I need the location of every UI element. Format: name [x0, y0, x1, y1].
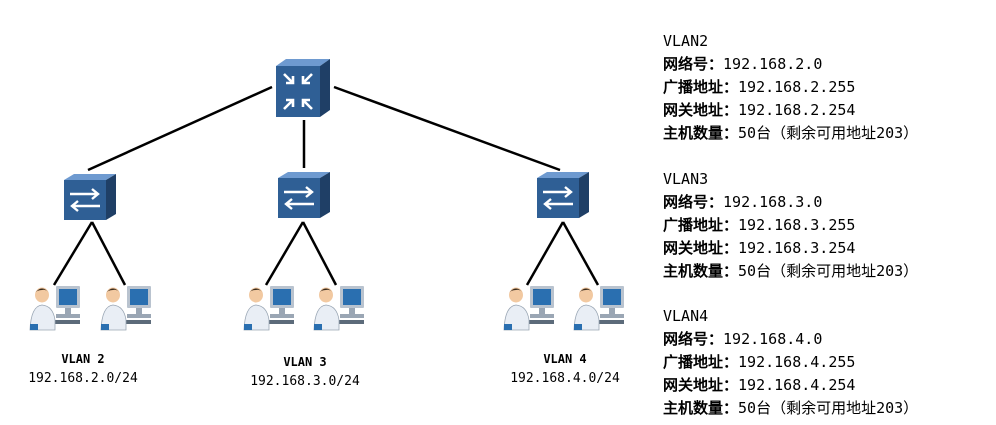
network-address-row: 网络号：192.168.2.0 — [663, 53, 918, 76]
pc-user-icon — [100, 285, 152, 331]
core-switch-icon — [274, 57, 332, 119]
host-count-row: 主机数量：50台（剩余可用地址203） — [663, 397, 918, 420]
row-key: 网络号： — [663, 330, 724, 348]
row-value: 192.168.3.0 — [723, 193, 823, 211]
gateway-address-row: 网关地址：192.168.3.254 — [663, 237, 918, 260]
link-core-to-switch-1 — [87, 85, 273, 172]
subnet-name: VLAN 2 — [61, 352, 105, 366]
link-switch-1-to-pc-2 — [90, 221, 127, 286]
link-core-to-switch-3 — [333, 85, 561, 172]
pc-user-icon — [573, 285, 625, 331]
subnet-label-vlan2: VLAN 2 192.168.2.0/24 — [8, 350, 158, 388]
row-key: 主机数量： — [663, 399, 739, 417]
row-key: 广播地址： — [663, 78, 739, 96]
broadcast-address-row: 广播地址：192.168.3.255 — [663, 214, 918, 237]
access-switch-3-icon — [535, 170, 591, 220]
network-address-row: 网络号：192.168.3.0 — [663, 191, 918, 214]
pc-user-icon — [503, 285, 555, 331]
broadcast-address-row: 广播地址：192.168.2.255 — [663, 76, 918, 99]
host-count-row: 主机数量：50台（剩余可用地址203） — [663, 260, 918, 283]
access-switch-2-icon — [276, 170, 332, 220]
row-value: 192.168.3.255 — [738, 216, 856, 234]
pc-user-icon — [313, 285, 365, 331]
link-switch-2-to-pc-4 — [301, 221, 338, 286]
row-key: 网络号： — [663, 193, 724, 211]
vlan-info-title: VLAN4 — [663, 307, 709, 325]
row-value: 50台（剩余可用地址203） — [738, 399, 919, 417]
vlan-info-title: VLAN3 — [663, 170, 709, 188]
row-value: 50台（剩余可用地址203） — [738, 262, 919, 280]
row-key: 网络号： — [663, 55, 724, 73]
row-key: 网关地址： — [663, 101, 739, 119]
access-switch-1-icon — [62, 172, 118, 222]
link-switch-2-to-pc-3 — [264, 221, 305, 286]
link-switch-3-to-pc-6 — [561, 221, 600, 286]
broadcast-address-row: 广播地址：192.168.4.255 — [663, 351, 918, 374]
vlan-info-title: VLAN2 — [663, 32, 709, 50]
row-key: 广播地址： — [663, 353, 739, 371]
row-value: 192.168.4.0 — [723, 330, 823, 348]
pc-user-icon — [29, 285, 81, 331]
subnet-name: VLAN 3 — [283, 355, 327, 369]
row-key: 网关地址： — [663, 376, 739, 394]
subnet-cidr: 192.168.2.0/24 — [28, 371, 138, 386]
vlan3-info-block: VLAN3 网络号：192.168.3.0 广播地址：192.168.3.255… — [663, 168, 918, 283]
subnet-label-vlan4: VLAN 4 192.168.4.0/24 — [490, 350, 640, 388]
row-key: 网关地址： — [663, 239, 739, 257]
subnet-label-vlan3: VLAN 3 192.168.3.0/24 — [230, 353, 380, 391]
subnet-name: VLAN 4 — [543, 352, 587, 366]
link-switch-1-to-pc-1 — [52, 221, 94, 286]
pc-user-icon — [243, 285, 295, 331]
network-address-row: 网络号：192.168.4.0 — [663, 328, 918, 351]
subnet-cidr: 192.168.4.0/24 — [510, 371, 620, 386]
subnet-cidr: 192.168.3.0/24 — [250, 374, 360, 389]
row-value: 192.168.2.254 — [738, 101, 856, 119]
gateway-address-row: 网关地址：192.168.4.254 — [663, 374, 918, 397]
row-value: 50台（剩余可用地址203） — [738, 124, 919, 142]
row-value: 192.168.2.0 — [723, 55, 823, 73]
row-key: 主机数量： — [663, 124, 739, 142]
vlan2-info-block: VLAN2 网络号：192.168.2.0 广播地址：192.168.2.255… — [663, 30, 918, 145]
host-count-row: 主机数量：50台（剩余可用地址203） — [663, 122, 918, 145]
row-value: 192.168.2.255 — [738, 78, 856, 96]
vlan4-info-block: VLAN4 网络号：192.168.4.0 广播地址：192.168.4.255… — [663, 305, 918, 420]
row-value: 192.168.4.255 — [738, 353, 856, 371]
links — [52, 85, 600, 286]
row-key: 广播地址： — [663, 216, 739, 234]
row-value: 192.168.4.254 — [738, 376, 856, 394]
link-switch-3-to-pc-5 — [525, 221, 565, 286]
row-value: 192.168.3.254 — [738, 239, 856, 257]
gateway-address-row: 网关地址：192.168.2.254 — [663, 99, 918, 122]
row-key: 主机数量： — [663, 262, 739, 280]
